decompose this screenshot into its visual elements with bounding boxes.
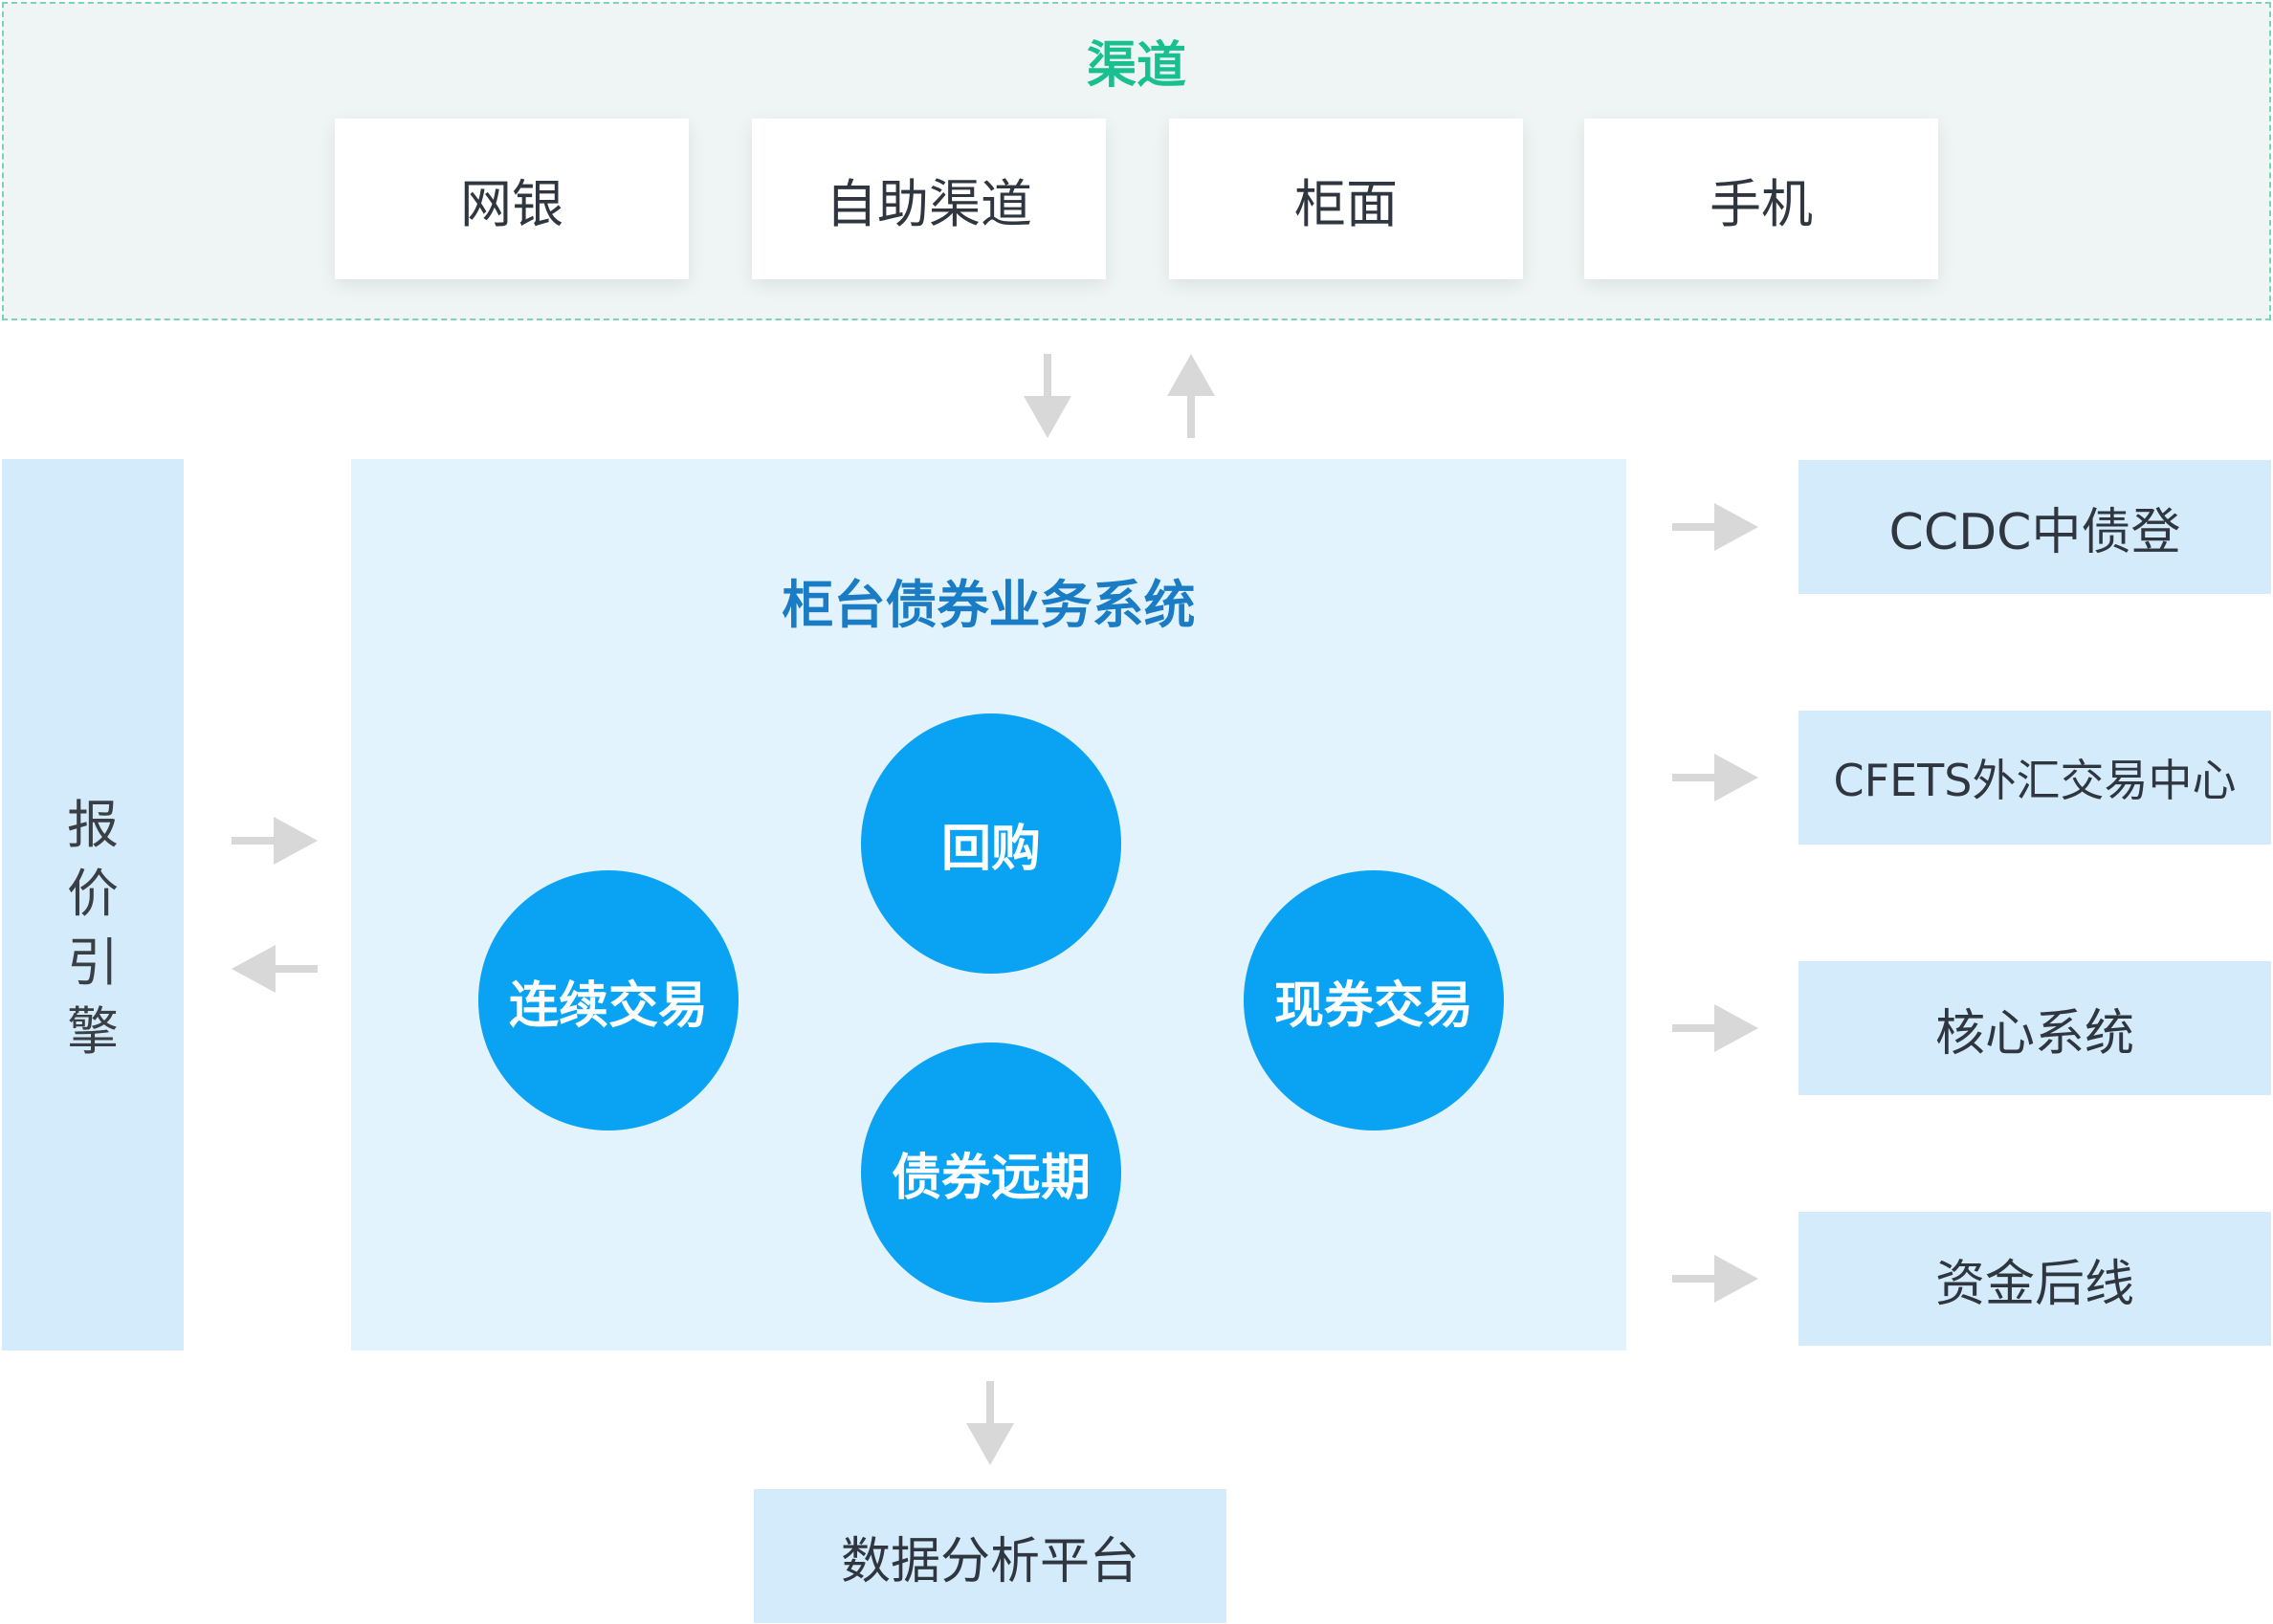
external-system-label: 资金后线 [1934,1255,2134,1313]
channel-card-mobile[interactable]: 手机 [1584,119,1938,279]
module-label: 现券交易 [1273,977,1473,1035]
channel-card-label: 网银 [460,173,563,234]
module-label: 债券远期 [891,1149,1091,1207]
arrow-right-icon [232,817,318,865]
external-system-label: CCDC中债登 [1888,503,2181,561]
external-system-core[interactable]: 核心系统 [1799,961,2271,1095]
data-analysis-platform-label: 数据分析平台 [840,1532,1139,1591]
arrow-right-icon [1672,503,1758,551]
data-analysis-platform[interactable]: 数据分析平台 [754,1489,1226,1623]
external-system-cfets[interactable]: CFETS外汇交易中心 [1799,711,2271,845]
channel-card-self-service[interactable]: 自助渠道 [752,119,1106,279]
main-system-title: 柜台债券业务系统 [782,575,1196,635]
module-continuous-trading[interactable]: 连续交易 [478,870,739,1130]
arrow-down-icon [1024,354,1071,438]
quote-engine-label-char: 擎 [67,1001,119,1062]
external-system-label: CFETS外汇交易中心 [1833,755,2237,806]
quote-engine-label-char: 报 [67,795,119,855]
channel-card-online-banking[interactable]: 网银 [335,119,689,279]
external-system-funds-backend[interactable]: 资金后线 [1799,1212,2271,1346]
module-repo[interactable]: 回购 [861,713,1121,974]
quote-engine-label-char: 价 [67,864,119,924]
module-bond-forward[interactable]: 债券远期 [861,1042,1121,1303]
channel-card-label: 柜面 [1294,173,1398,234]
module-label: 连续交易 [508,977,708,1035]
channel-title: 渠道 [1086,37,1186,95]
arrow-up-icon [1167,354,1215,438]
external-system-label: 核心系统 [1934,1004,2134,1063]
channel-card-counter[interactable]: 柜面 [1169,119,1523,279]
module-spot-bond-trading[interactable]: 现券交易 [1244,870,1504,1130]
quote-engine-panel[interactable] [2,459,184,1350]
arrow-right-icon [1672,754,1758,801]
channel-card-label: 手机 [1710,173,1813,234]
arrow-right-icon [1672,1004,1758,1052]
arrow-left-icon [232,945,318,993]
arrow-right-icon [1672,1255,1758,1303]
quote-engine-label-char: 引 [67,933,119,993]
external-system-ccdc[interactable]: CCDC中债登 [1799,460,2271,594]
arrow-down-icon [966,1381,1014,1465]
channel-card-label: 自助渠道 [826,173,1032,234]
module-label: 回购 [940,820,1041,878]
